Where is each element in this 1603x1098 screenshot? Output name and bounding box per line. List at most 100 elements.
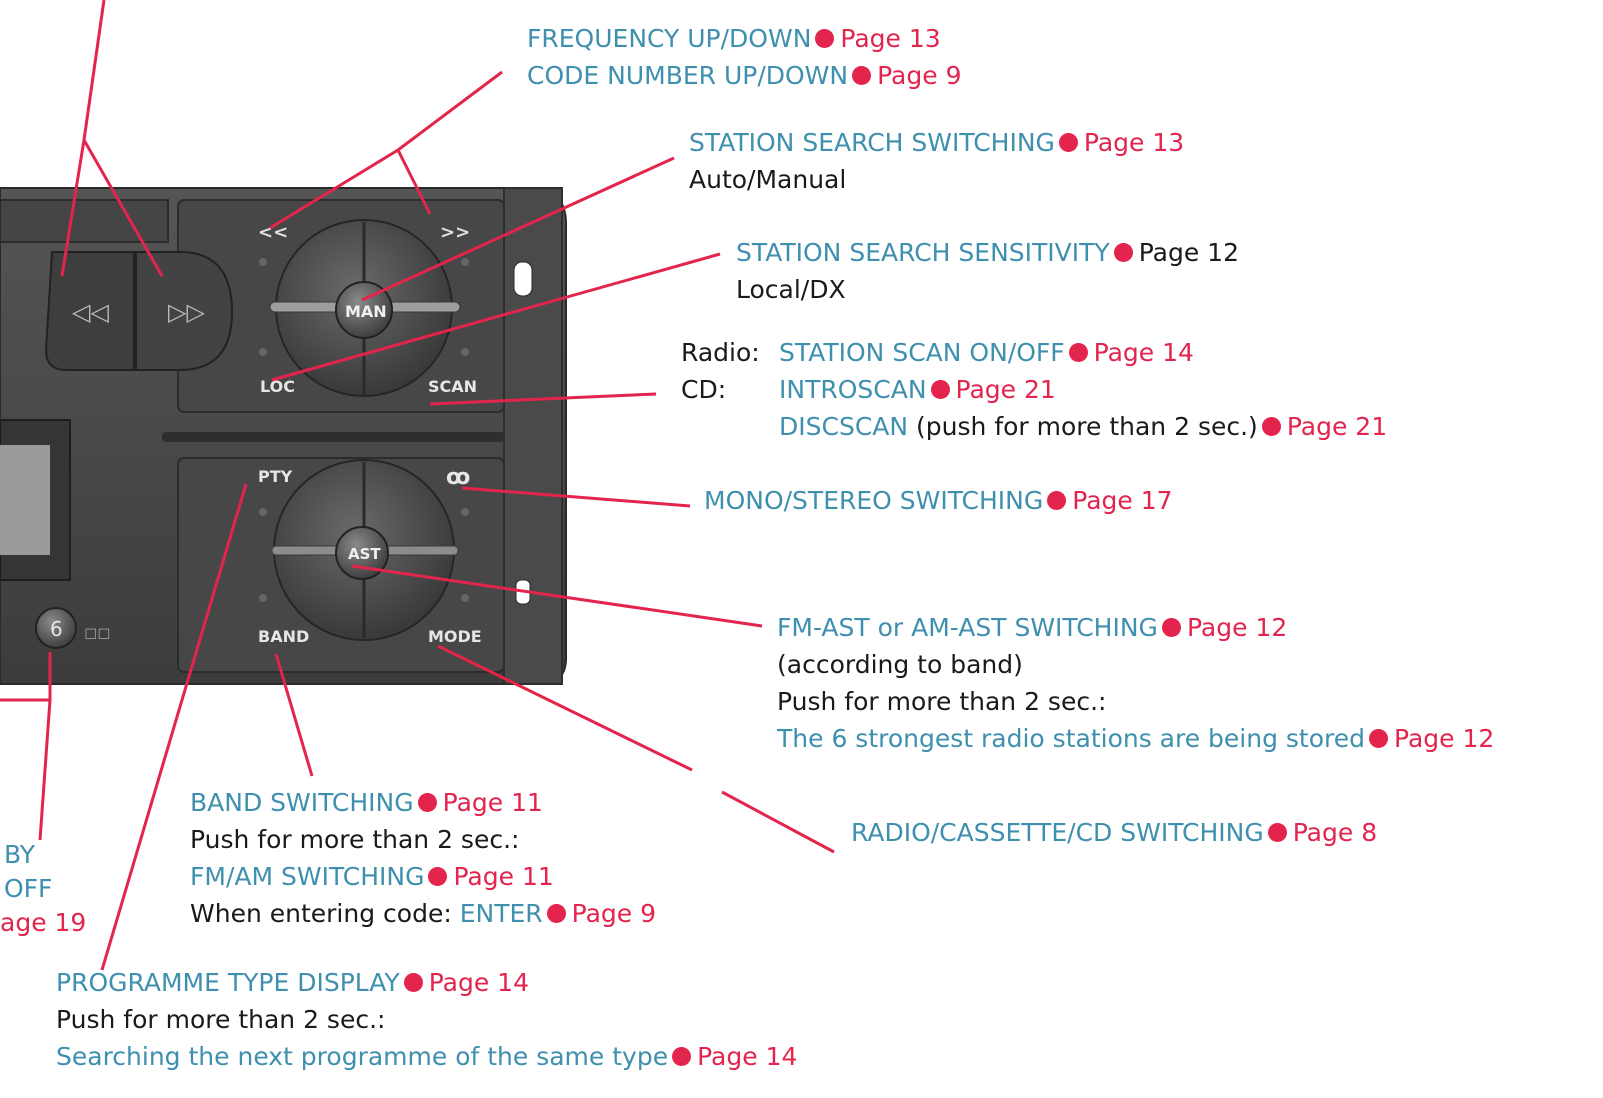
stereo-icon[interactable]: ꝏ [446,465,470,490]
annotation-standby-fragment: BY OFF age 19 [0,838,86,940]
leader-mode [437,644,693,772]
fast-forward-icon: ▷▷ [168,298,205,326]
leader-search-switching [361,156,675,302]
leader-mode-tail [721,790,835,854]
code-number-label: CODE NUMBER UP/DOWN [527,61,849,90]
rewind-icon: ◁◁ [72,298,109,326]
dolby-icon: ◻◻ [84,623,111,642]
ast-button[interactable] [335,526,389,580]
leader-mono-stereo [461,486,691,508]
search-sensitivity-label: STATION SEARCH SENSITIVITY [736,238,1110,267]
search-switching-page: Page 13 [1083,128,1185,157]
search-sensitivity-note: Local/DX [736,275,846,304]
man-button[interactable] [335,281,393,339]
leader-lines [0,0,835,971]
bullet-dot [403,973,423,992]
bullet-dot [672,1047,692,1066]
bullet-dot [1267,823,1287,842]
ast-annotation-page: Page 12 [1186,613,1288,642]
bullet-dot [852,66,872,85]
frequency-label: FREQUENCY UP/DOWN [527,24,812,53]
bullet-dot [417,793,437,812]
band-label[interactable]: BAND [258,627,309,646]
led-lower-right-2 [461,594,469,602]
leader-to-prev [269,148,399,230]
leader-scan [429,392,657,406]
pty-note: Push for more than 2 sec.: [56,1005,386,1034]
annotation-mode: RADIO/CASSETTE/CD SWITCHING Page 8 [851,814,1377,851]
scan-cd-label: INTROSCAN [779,375,927,404]
bullet-dot [1047,491,1067,510]
search-switching-label: STATION SEARCH SWITCHING [689,128,1055,157]
bullet-dot [815,29,835,48]
bullet-dot [1261,417,1281,436]
bullet-dot [1058,133,1078,152]
leader-to-fast-forward [82,139,164,277]
annotation-ast: FM-AST or AM-AST SWITCHING Page 12 (accor… [777,609,1494,757]
ast-note-1: (according to band) [777,650,1023,679]
ast-sub-page: Page 12 [1394,724,1495,753]
band-annotation-page: Page 11 [442,788,543,817]
scan-disc-label: DISCSCAN [779,412,909,441]
annotation-search-switching: STATION SEARCH SWITCHING Page 13 Auto/Man… [689,124,1184,198]
leader-ast [351,564,763,628]
scan-disc-page: Page 21 [1286,412,1388,441]
standby-fragment-3: age 19 [0,908,87,937]
pty-annotation-page: Page 14 [428,968,529,997]
band-code-page: Page 9 [571,899,657,928]
leader-pty [100,483,248,971]
ast-note-2: Push for more than 2 sec.: [777,687,1107,716]
scan-disc-note: (push for more than 2 sec.) [916,412,1258,441]
led-upper-right-1 [461,258,469,266]
frequency-page: Page 13 [840,24,941,53]
bullet-dot [1068,343,1088,362]
pty-label[interactable]: PTY [258,467,293,486]
lcd-display [0,445,50,555]
band-code-label: ENTER [459,899,543,928]
scan-label[interactable]: SCAN [428,377,477,396]
bullet-dot [1369,729,1389,748]
scan-cd-page: Page 21 [955,375,1056,404]
band-code-prefix: When entering code: [190,899,452,928]
fast-forward-button[interactable] [135,251,234,371]
pty-sub-label: Searching the next programme of the same… [56,1042,669,1071]
preset-6-button[interactable] [35,607,77,649]
next-label: >> [440,222,470,243]
leader-standby-down [38,699,52,841]
band-sub-label: FM/AM SWITCHING [190,862,425,891]
annotation-frequency: FREQUENCY UP/DOWN Page 13 CODE NUMBER UP/… [527,20,961,94]
led-upper-right-2 [461,348,469,356]
man-label: MAN [345,302,387,321]
scan-radio-prefix: Radio: [681,338,760,367]
standby-fragment-2: OFF [4,874,53,903]
divider-groove [162,432,504,442]
band-annotation-label: BAND SWITCHING [190,788,414,817]
led-lower-right-1 [461,508,469,516]
rewind-button[interactable] [44,251,135,371]
leader-search-sensitivity [271,252,721,382]
leader-frequency-main [397,70,503,152]
loc-label[interactable]: LOC [260,377,295,396]
right-frame-strip [503,187,563,685]
bullet-dot [428,867,448,886]
scan-cd-prefix: CD: [681,375,727,404]
ast-annotation-label: FM-AST or AM-AST SWITCHING [777,613,1158,642]
bullet-dot [930,380,950,399]
leader-to-next [396,149,432,215]
band-note: Push for more than 2 sec.: [190,825,520,854]
search-sensitivity-page: Page 12 [1138,238,1239,267]
mode-annotation-label: RADIO/CASSETTE/CD SWITCHING [851,818,1264,847]
led-lower-left-2 [259,594,267,602]
mode-label[interactable]: MODE [428,627,482,646]
side-hole-top[interactable] [513,261,533,297]
bullet-dot [1113,243,1133,262]
search-switching-note: Auto/Manual [689,165,847,194]
annotation-band: BAND SWITCHING Page 11 Push for more than… [190,784,656,932]
leader-to-rewind [60,139,86,277]
mode-annotation-page: Page 8 [1292,818,1378,847]
ast-sub-label: The 6 strongest radio stations are being… [777,724,1366,753]
